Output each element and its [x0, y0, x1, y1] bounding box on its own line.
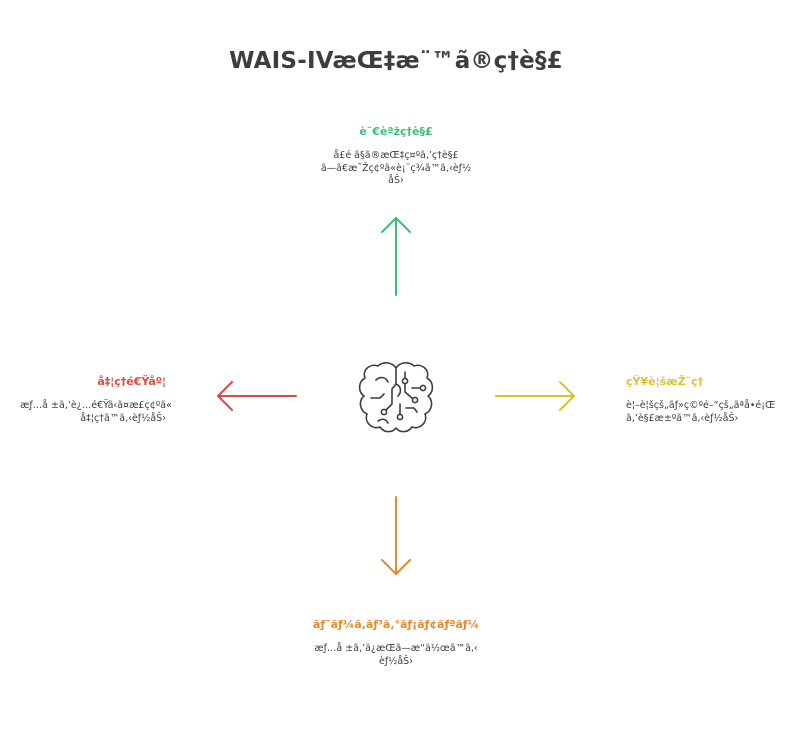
perceptual-reasoning-title: çŸ¥è¦šæŽ¨ç†	[626, 375, 704, 388]
perceptual-desc-line-1: è¦–è¦šçš„ãƒ»ç©ºé–“çš„ãªå•é¡Œ	[626, 400, 776, 411]
processing-desc-line-2: å‡¦ç†ã™ã‚‹èƒ½åŠ›	[80, 412, 166, 424]
page-title: WAIS-IVæŒ‡æ¨™ã®ç†è§£	[229, 48, 563, 74]
arrow-down-icon	[381, 496, 411, 575]
arrow-up-icon	[381, 217, 411, 296]
brain-circuit-icon	[358, 362, 434, 433]
working-desc-line-1: æƒ…å ±ã‚’ä¿æŒã—æ“ä½œã™ã‚‹	[314, 643, 478, 654]
verbal-comprehension-desc: å£é ­ã§ã®æŒ‡ç¤ºã‚’ç†è§£ ã—ã€æ˜Žç¢ºã«è¡¨ç…	[296, 150, 496, 188]
perceptual-reasoning-desc: è¦–è¦šçš„ãƒ»ç©ºé–“çš„ãªå•é¡Œ ã‚’è§£æ±ºã™…	[626, 400, 775, 425]
working-desc-line-2: èƒ½åŠ›	[378, 655, 414, 667]
verbal-comprehension-title: è¨€èªžç†è§£	[359, 125, 433, 138]
working-memory-desc: æƒ…å ±ã‚’ä¿æŒã—æ“ä½œã™ã‚‹ èƒ½åŠ›	[296, 643, 496, 668]
processing-speed-desc: æƒ…å ±ã‚’è¿…é€Ÿã‹ã¤æ­£ç¢ºã« å‡¦ç†ã™ã‚‹èƒ…	[20, 400, 172, 425]
arrow-right-icon	[495, 381, 575, 411]
verbal-desc-line-2: ã—ã€æ˜Žç¢ºã«è¡¨ç¾ã™ã‚‹èƒ½	[320, 162, 472, 174]
processing-desc-line-1: æƒ…å ±ã‚’è¿…é€Ÿã‹ã¤æ­£ç¢ºã«	[20, 400, 172, 411]
processing-speed-title: å‡¦ç†é€Ÿåº¦	[97, 375, 166, 388]
perceptual-desc-line-2: ã‚’è§£æ±ºã™ã‚‹èƒ½åŠ›	[626, 412, 739, 424]
arrow-left-icon	[217, 381, 297, 411]
verbal-desc-line-1: å£é ­ã§ã®æŒ‡ç¤ºã‚’ç†è§£	[333, 150, 459, 161]
verbal-desc-line-3: åŠ›	[388, 175, 404, 186]
working-memory-title: ãƒ¯ãƒ¼ã‚­ãƒ³ã‚°ãƒ¡ãƒ¢ãƒªãƒ¼	[312, 618, 480, 631]
